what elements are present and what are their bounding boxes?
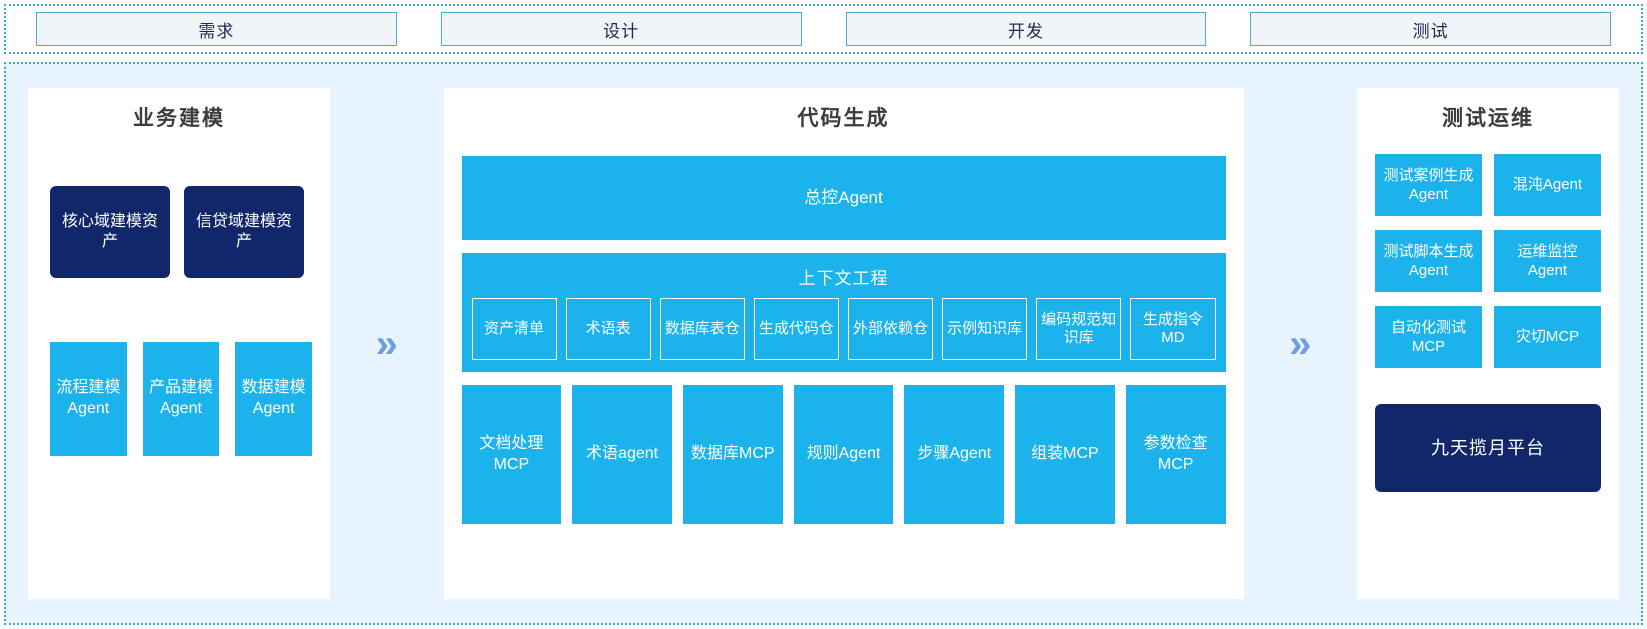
context-item-label: 编码规范知识库	[1041, 311, 1117, 346]
context-item-label: 生成代码仓	[758, 320, 834, 337]
card-label: 核心域建模资产	[61, 213, 158, 250]
card-credit-domain-asset[interactable]: 信贷域建模资产	[184, 186, 304, 278]
card-label: 组装MCP	[1031, 445, 1099, 463]
card-label: 自动化测试MCP	[1390, 318, 1466, 356]
card-label: 流程建模Agent	[56, 379, 121, 417]
card-product-modeling-agent[interactable]: 产品建模Agent	[142, 342, 220, 456]
panel-test-ops: 测试运维 测试案例生成Agent 混沌Agent 测试脚本生成Agent 运维监…	[1357, 88, 1619, 599]
context-engineering-title: 上下文工程	[798, 269, 889, 288]
phase-tab-requirements[interactable]: 需求	[36, 12, 397, 46]
phase-label: 测试	[1412, 21, 1449, 41]
card-label: 数据库MCP	[691, 445, 775, 463]
test-ops-agents-grid: 测试案例生成Agent 混沌Agent 测试脚本生成Agent 运维监控Agen…	[1375, 154, 1601, 368]
main-frame: 业务建模 核心域建模资产 信贷域建模资产 流程建模Agent 产品建模Agent…	[4, 62, 1643, 625]
business-assets-group: 核心域建模资产 信贷域建模资产	[46, 186, 312, 278]
context-item-asset-list[interactable]: 资产清单	[471, 298, 557, 360]
card-data-modeling-agent[interactable]: 数据建模Agent	[235, 342, 313, 456]
context-item-coding-standard-knowledge-base[interactable]: 编码规范知识库	[1036, 298, 1122, 360]
card-label: 规则Agent	[806, 445, 881, 463]
card-parameter-check-mcp[interactable]: 参数检查MCP	[1125, 385, 1226, 524]
context-item-label: 术语表	[585, 320, 631, 337]
card-label: 文档处理MCP	[479, 434, 544, 473]
card-label: 测试脚本生成Agent	[1383, 242, 1474, 280]
panel-code-generation: 代码生成 总控Agent 上下文工程 资产清单 术语表	[443, 88, 1244, 599]
phase-label: 需求	[198, 21, 235, 41]
business-agents-group: 流程建模Agent 产品建模Agent 数据建模Agent	[46, 342, 313, 456]
card-label: 混沌Agent	[1512, 176, 1583, 194]
context-item-label: 数据库表仓	[664, 320, 740, 337]
card-jiutian-lanyue-platform[interactable]: 九天揽月平台	[1375, 404, 1601, 492]
phase-tab-development[interactable]: 开发	[845, 12, 1207, 46]
flow-arrow-left: »	[330, 88, 444, 599]
card-label: 测试案例生成Agent	[1383, 166, 1474, 204]
card-glossary-agent[interactable]: 术语agent	[572, 385, 672, 524]
context-item-external-dependency-repo[interactable]: 外部依赖仓	[848, 298, 934, 360]
context-item-db-table-repo[interactable]: 数据库表仓	[659, 298, 745, 360]
panel-title: 代码生成	[797, 107, 890, 130]
card-ops-monitoring-agent[interactable]: 运维监控Agent	[1494, 230, 1601, 292]
card-label: 运维监控Agent	[1517, 242, 1578, 280]
flow-arrow-right: »	[1244, 88, 1358, 599]
phase-bar: 需求 设计 开发 测试	[4, 4, 1643, 54]
card-label: 数据建模Agent	[241, 379, 306, 417]
card-database-mcp[interactable]: 数据库MCP	[682, 385, 783, 524]
card-label: 参数检查MCP	[1143, 434, 1208, 473]
double-chevron-right-icon: »	[375, 321, 398, 366]
code-generation-body: 总控Agent 上下文工程 资产清单 术语表 数据库表仓	[461, 156, 1226, 524]
card-process-modeling-agent[interactable]: 流程建模Agent	[50, 342, 127, 456]
card-master-agent[interactable]: 总控Agent	[461, 156, 1226, 240]
context-items-row: 资产清单 术语表 数据库表仓 生成代码仓 外部依赖仓	[471, 298, 1216, 360]
card-test-case-generation-agent[interactable]: 测试案例生成Agent	[1375, 154, 1482, 216]
card-label: 步骤Agent	[917, 445, 992, 463]
context-item-example-knowledge-base[interactable]: 示例知识库	[942, 298, 1028, 360]
context-item-label: 示例知识库	[947, 320, 1023, 337]
context-item-generated-code-repo[interactable]: 生成代码仓	[753, 298, 839, 360]
double-chevron-right-icon: »	[1289, 321, 1312, 366]
phase-tab-testing[interactable]: 测试	[1250, 12, 1611, 46]
card-step-agent[interactable]: 步骤Agent	[904, 385, 1005, 524]
card-label: 灾切MCP	[1515, 328, 1580, 346]
card-label: 总控Agent	[804, 187, 883, 207]
panel-business-modeling: 业务建模 核心域建模资产 信贷域建模资产 流程建模Agent 产品建模Agent…	[28, 88, 330, 599]
panel-title: 业务建模	[133, 107, 225, 130]
context-item-label: 资产清单	[484, 320, 545, 337]
card-test-script-generation-agent[interactable]: 测试脚本生成Agent	[1375, 230, 1482, 292]
panel-title: 测试运维	[1442, 107, 1534, 130]
card-label: 产品建模Agent	[149, 379, 214, 417]
phase-label: 开发	[1007, 21, 1044, 41]
context-item-glossary[interactable]: 术语表	[565, 298, 651, 360]
context-item-label: 外部依赖仓	[853, 320, 929, 337]
card-document-processing-mcp[interactable]: 文档处理MCP	[461, 385, 562, 524]
context-item-generation-instruction-md[interactable]: 生成指令MD	[1130, 298, 1216, 360]
card-disaster-switch-mcp[interactable]: 灾切MCP	[1494, 306, 1601, 368]
tool-cards-row: 文档处理MCP 术语agent 数据库MCP 规则Agent 步骤Agent	[461, 385, 1226, 524]
card-chaos-agent[interactable]: 混沌Agent	[1494, 154, 1601, 216]
phase-label: 设计	[603, 21, 640, 41]
phase-tab-design[interactable]: 设计	[440, 12, 802, 46]
card-automated-test-mcp[interactable]: 自动化测试MCP	[1375, 306, 1482, 368]
context-engineering-block: 上下文工程 资产清单 术语表 数据库表仓 生成代码仓	[461, 253, 1226, 372]
card-rule-agent[interactable]: 规则Agent	[793, 385, 894, 524]
card-label: 九天揽月平台	[1431, 437, 1545, 458]
card-label: 信贷域建模资产	[195, 213, 292, 250]
card-label: 术语agent	[586, 445, 659, 463]
context-item-label: 生成指令MD	[1142, 311, 1203, 346]
card-core-domain-asset[interactable]: 核心域建模资产	[50, 186, 170, 278]
card-assembly-mcp[interactable]: 组装MCP	[1015, 385, 1115, 524]
